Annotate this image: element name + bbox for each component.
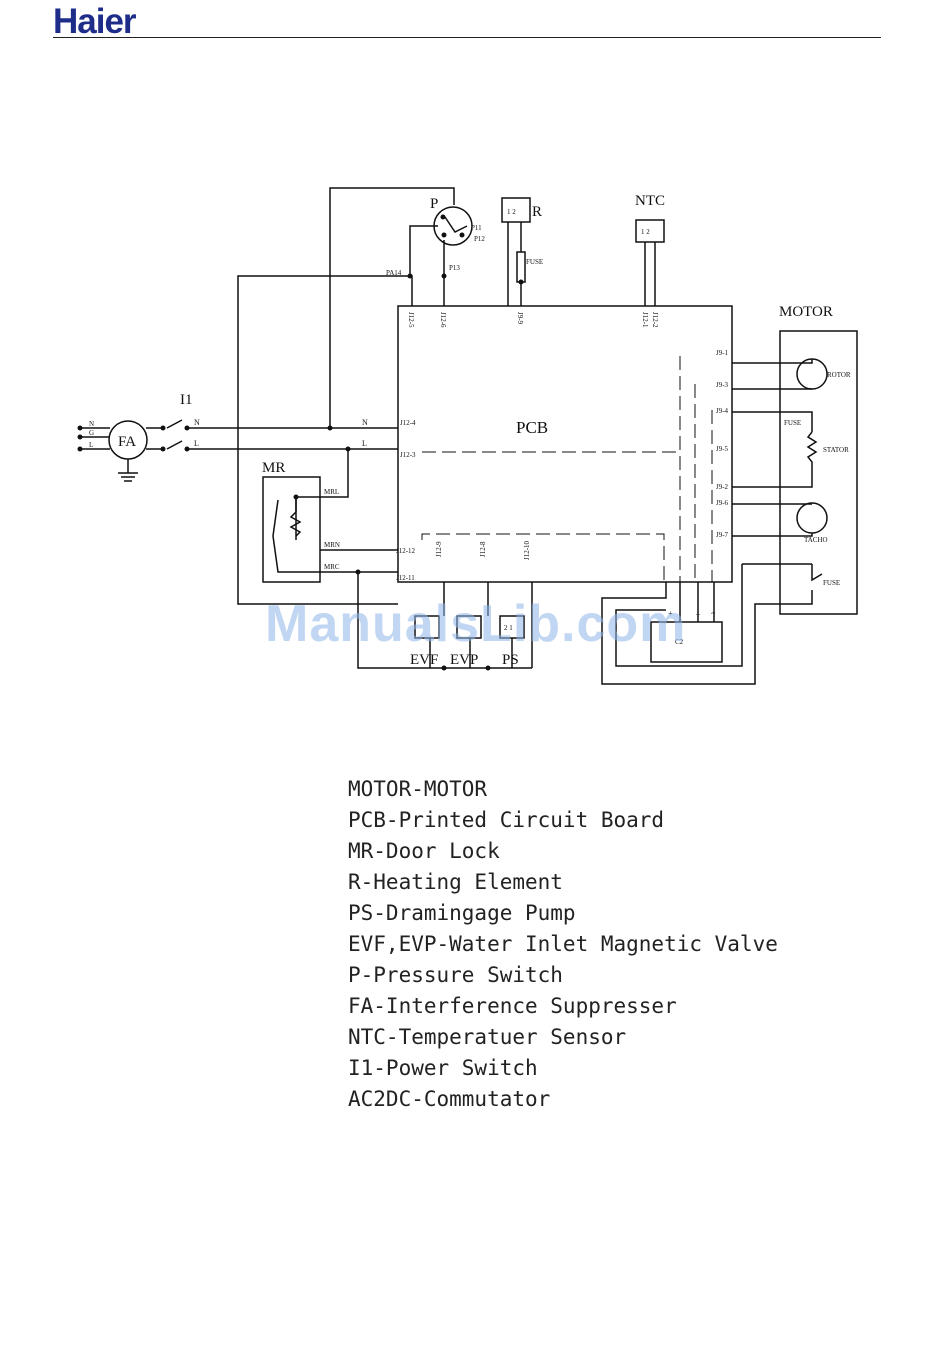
label-j9-4: J9-4 xyxy=(716,407,729,415)
legend-item: AC2DC-Commutator xyxy=(348,1087,551,1111)
label-plus: + xyxy=(668,609,673,618)
label-pcb: PCB xyxy=(516,418,548,437)
heater-r-box xyxy=(501,197,531,223)
label-j12-1: J12-1 xyxy=(641,312,649,328)
label-heater-pins: 1 2 xyxy=(507,208,516,216)
label-j12-6: J12-6 xyxy=(439,312,447,328)
legend-item: R-Heating Element xyxy=(348,870,563,894)
label-p12: P12 xyxy=(474,235,485,243)
label-j9-9: J9-9 xyxy=(516,312,524,325)
label-j9-3: J9-3 xyxy=(716,381,729,389)
label-plug-g: G xyxy=(89,429,94,437)
label-pa14: PA14 xyxy=(386,269,402,277)
label-fuse-heater: FUSE xyxy=(526,258,543,266)
label-j12-10: J12-10 xyxy=(523,540,531,560)
label-j12-8: J12-8 xyxy=(479,541,487,557)
label-plug-l: L xyxy=(89,441,93,449)
label-evf: EVF xyxy=(410,652,438,668)
label-p11: P11 xyxy=(471,224,482,232)
tacho-coil xyxy=(796,502,828,534)
label-j12-3: J12-3 xyxy=(400,451,416,459)
wiring-diagram: PCB MOTOR NTC P R I1 FA MR EVF EVP PS N … xyxy=(77,187,858,685)
label-ps-pins: 2 1 xyxy=(504,624,513,632)
label-fa: FA xyxy=(118,434,136,450)
legend-item: MOTOR-MOTOR xyxy=(348,777,488,801)
haier-logo: Haier xyxy=(53,2,137,41)
label-mrn: MRN xyxy=(324,541,340,549)
legend-item: NTC-Temperatuer Sensor xyxy=(348,1025,627,1049)
label-ntc-pins: 1 2 xyxy=(641,228,650,236)
label-minus: – xyxy=(695,609,701,618)
label-stator: STATOR xyxy=(823,446,849,454)
label-p13: P13 xyxy=(449,264,460,272)
label-j9-1: J9-1 xyxy=(716,349,729,357)
label-i1: I1 xyxy=(180,392,193,408)
pressure-switch-p xyxy=(433,206,473,246)
label-mrl: MRL xyxy=(324,488,339,496)
legend-item: PCB-Printed Circuit Board xyxy=(348,808,665,832)
label-r: R xyxy=(532,204,542,220)
pcb-board xyxy=(397,305,733,583)
label-mrc: MRC xyxy=(324,563,340,571)
label-ps: PS xyxy=(502,652,519,668)
legend-item: EVF,EVP-Water Inlet Magnetic Valve xyxy=(348,932,778,956)
label-plug-n: N xyxy=(89,420,94,428)
junction-dots xyxy=(77,214,524,671)
label-tacho: TACHO xyxy=(804,536,828,544)
label-switch-n: N xyxy=(194,418,200,427)
label-switch-l: L xyxy=(194,439,199,448)
manualslib-watermark: ManualsLib.com xyxy=(265,595,687,653)
valve-evp-box xyxy=(456,615,482,639)
label-j12-9: J12-9 xyxy=(435,541,443,557)
label-p: P xyxy=(430,196,438,212)
label-tilde: ~ xyxy=(711,609,716,618)
label-j12-4: J12-4 xyxy=(400,419,416,427)
label-ntc: NTC xyxy=(635,193,665,209)
door-lock-mr xyxy=(262,476,321,583)
label-j9-5: J9-5 xyxy=(716,445,729,453)
label-j12-2: J12-2 xyxy=(651,312,659,328)
label-j9-6: J9-6 xyxy=(716,499,729,507)
valve-evf-box xyxy=(414,615,440,639)
label-fuse-motor: FUSE xyxy=(823,579,840,587)
legend-item: I1-Power Switch xyxy=(348,1056,538,1080)
label-fuse-stator: FUSE xyxy=(784,419,801,427)
label-rotor: ROTOR xyxy=(827,371,851,379)
label-n: N xyxy=(362,418,368,427)
legend-item: MR-Door Lock xyxy=(348,839,500,863)
legend-item: P-Pressure Switch xyxy=(348,963,563,987)
legend-item: FA-Interference Suppresser xyxy=(348,994,677,1018)
label-j12-5: J12-5 xyxy=(407,312,415,328)
legend-item: PS-Dramingage Pump xyxy=(348,901,576,925)
label-j9-7: J9-7 xyxy=(716,531,729,539)
label-l: L xyxy=(362,439,367,448)
ac2dc-commutator-c2 xyxy=(650,621,723,663)
label-j12-11: J12-11 xyxy=(396,574,415,582)
label-j12-12: J12-12 xyxy=(396,547,416,555)
label-c2: C2 xyxy=(675,638,684,646)
label-motor: MOTOR xyxy=(779,304,833,320)
ntc-sensor-box xyxy=(635,219,665,243)
header-rule xyxy=(53,37,881,38)
motor-box xyxy=(779,330,858,615)
pcb-internal-traces xyxy=(421,356,713,582)
label-j9-2: J9-2 xyxy=(716,483,729,491)
component-legend: MOTOR-MOTOR PCB-Printed Circuit Board MR… xyxy=(348,774,778,1115)
label-evp: EVP xyxy=(450,652,478,668)
diagram-wires xyxy=(80,187,858,685)
label-mr: MR xyxy=(262,460,285,476)
